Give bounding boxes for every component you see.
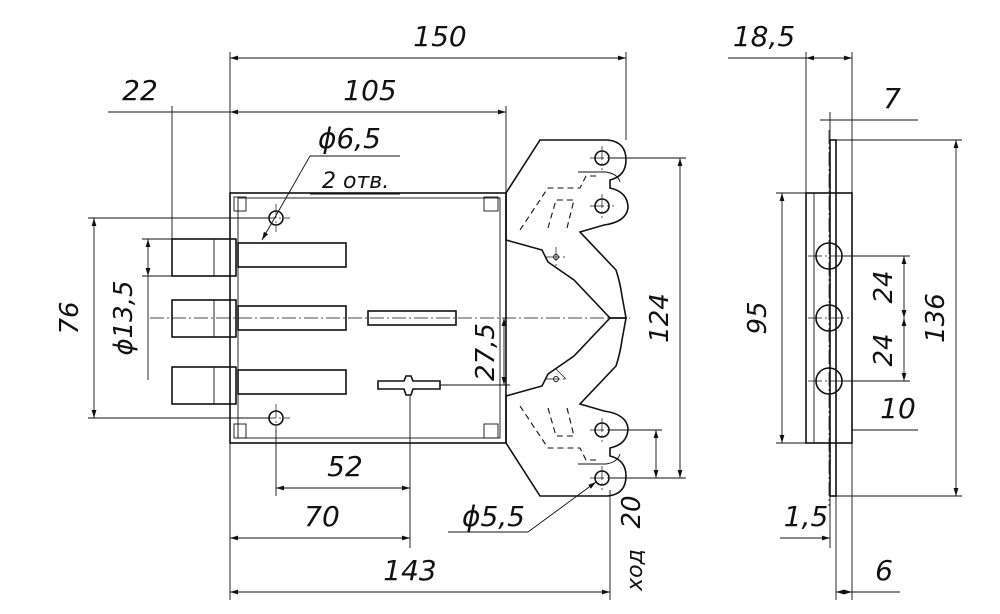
lever-hole-1: [590, 146, 614, 170]
lever-hole-2: [590, 194, 614, 218]
dimension-7: 7: [820, 82, 918, 140]
dim-95-text: 95: [743, 301, 773, 334]
case-corner-br: [483, 423, 499, 439]
dimension-136: 136: [836, 139, 962, 497]
bolt-top: [171, 238, 237, 277]
dim-150-text: 150: [413, 20, 466, 53]
dimension-24: 24 24: [842, 255, 910, 382]
dim-136-text: 136: [921, 293, 951, 343]
dimension-bolt-dia: ϕ13,5: [109, 238, 172, 380]
dim-185-text: 18,5: [733, 20, 795, 53]
pivot-upper: [546, 247, 566, 267]
bar-bottom: [237, 369, 347, 395]
dim-20-text: 20: [617, 495, 647, 528]
bolts: [171, 238, 237, 405]
bar-top: [237, 242, 347, 268]
dim-15-text: 1,5: [784, 500, 829, 533]
dim-24b-text: 24: [869, 333, 899, 366]
dimension-143: 143: [230, 490, 611, 600]
dim-55-text: ϕ5,5: [462, 500, 525, 533]
dim-143-text: 143: [383, 554, 436, 587]
key-slot: [367, 310, 457, 326]
key-hole: [377, 375, 441, 396]
dimension-124: 124: [610, 157, 686, 479]
dim-76-text: 76: [55, 301, 85, 334]
dimension-275: 27,5: [440, 318, 510, 386]
dimension-95: 95: [743, 192, 806, 444]
dim-22-text: 22: [122, 74, 158, 107]
dimension-185: 18,5: [728, 20, 853, 193]
dim-6-text: 6: [875, 554, 893, 587]
dim-105-text: 105: [343, 74, 396, 107]
dimension-105: 105 22: [108, 74, 507, 239]
dimension-76: 76: [55, 217, 270, 419]
dimension-70: 70: [229, 443, 410, 600]
dimension-52: 52: [275, 395, 411, 548]
dimension-6: 6: [836, 443, 900, 600]
lever-upper: [505, 139, 629, 319]
case-corner-tl: [233, 196, 247, 212]
dim-70-text: 70: [304, 500, 340, 533]
dim-124-text: 124: [645, 293, 675, 343]
case-corner-tr: [483, 196, 499, 212]
dimension-150: 150: [229, 20, 627, 193]
dim-275-text: 27,5: [471, 323, 501, 381]
dim-52-text: 52: [327, 450, 363, 483]
dimension-hole-65: ϕ6,5 2 отв.: [261, 122, 400, 241]
dim-10-text: 10: [880, 392, 916, 425]
dim-hole-count-text: 2 отв.: [322, 169, 389, 194]
dimension-15: 1,5: [780, 496, 837, 600]
dim-65-text: ϕ6,5: [318, 122, 381, 155]
case-corner-bl: [233, 423, 247, 439]
side-view: 18,5 7 95 24 24 136 10: [728, 20, 962, 600]
dimension-hole-55: ϕ5,5: [448, 481, 597, 533]
bolt-bottom: [171, 366, 237, 405]
bolt-middle: [171, 299, 237, 338]
dim-7-text: 7: [883, 82, 901, 115]
lever-hole-4: [590, 466, 614, 490]
lever-lower: [505, 317, 629, 497]
dim-24a-text: 24: [869, 270, 899, 303]
dimension-stroke-20: 20 ход: [608, 429, 662, 592]
dim-stroke-label: ход: [623, 549, 648, 592]
dimension-10: 10: [852, 392, 918, 431]
front-view: 150 105 22 ϕ6,5 2 отв. 76: [55, 20, 686, 600]
pivot-lower: [546, 368, 567, 382]
dim-135-text: ϕ13,5: [109, 280, 139, 355]
